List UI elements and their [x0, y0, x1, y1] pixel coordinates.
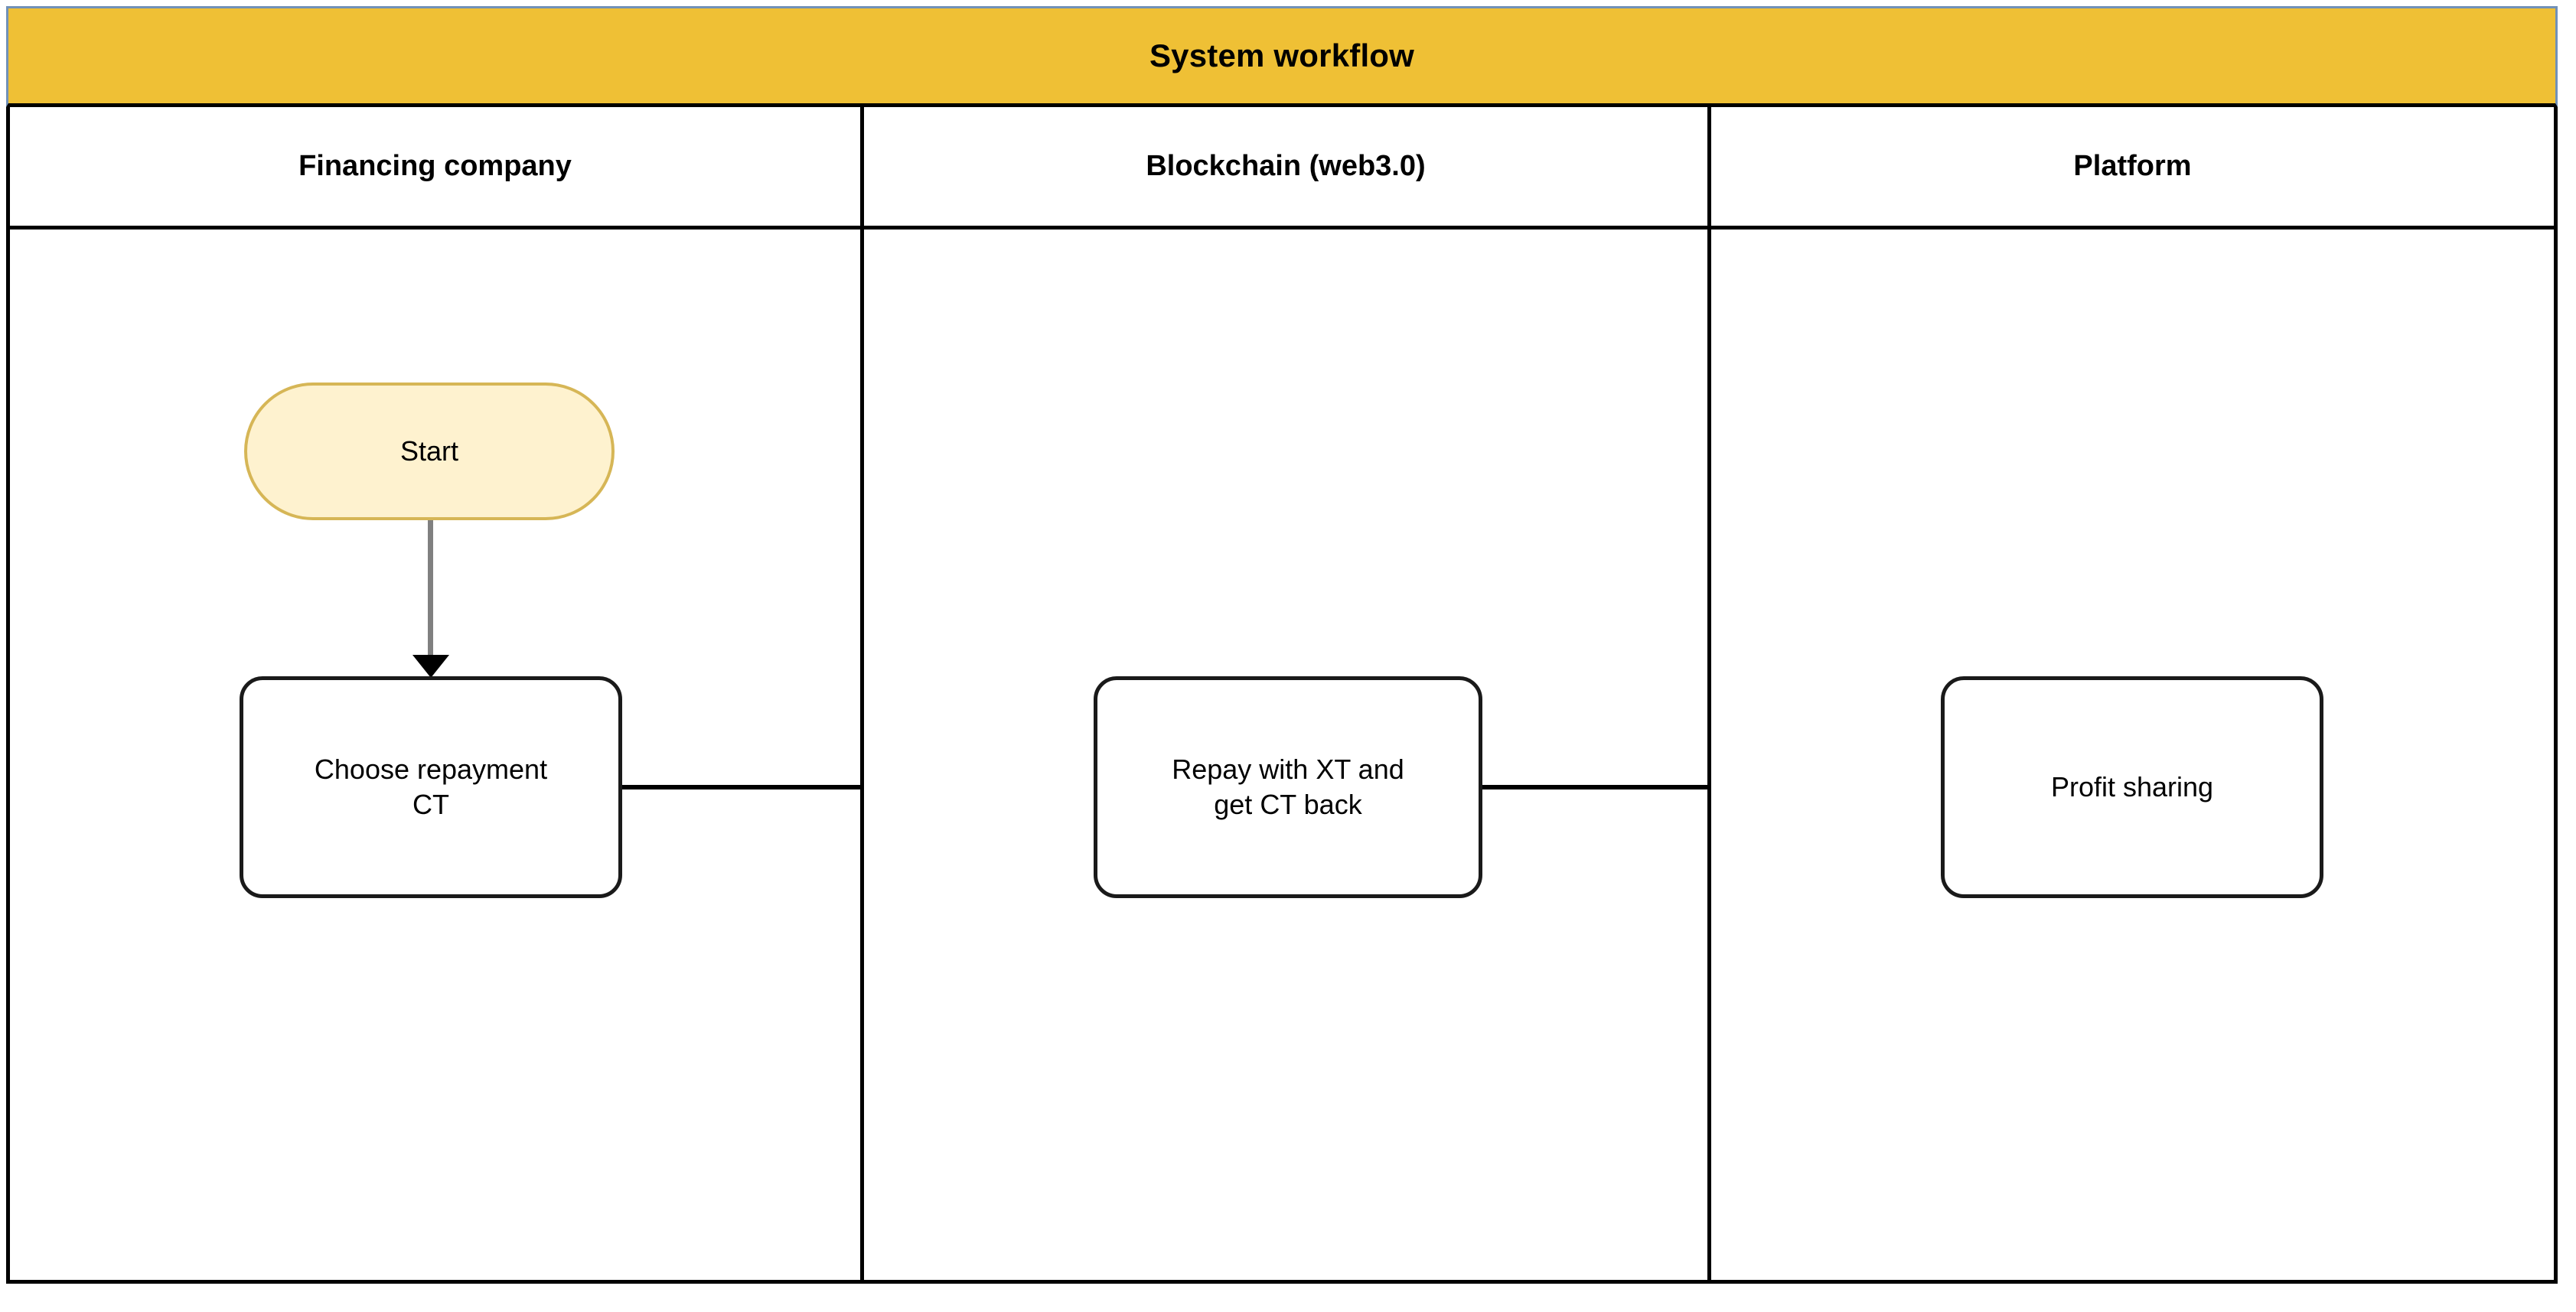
lane-header-row: Financing company Blockchain (web3.0) Pl…: [6, 107, 2558, 230]
diagram-title-band: System workflow: [6, 6, 2558, 107]
node-choose-repayment-ct-label: Choose repayment CT: [314, 753, 548, 820]
lane-header-blockchain: Blockchain (web3.0): [860, 107, 1707, 230]
lane-header-platform: Platform: [1707, 107, 2558, 230]
lane-header-label: Financing company: [298, 150, 572, 182]
node-start-label: Start: [399, 435, 459, 467]
lane-body-platform: Profit sharing: [1707, 230, 2558, 1284]
edge-start-choose-line: [428, 520, 433, 666]
lane-body-financing-company: Start Choose repayment CT: [6, 230, 1524, 1284]
lane-body-blockchain: Repay with XT and get CT back: [860, 230, 2343, 1284]
lane-body-row: Start Choose repayment CT Repay with XT …: [6, 230, 2558, 1284]
node-repay-with-xt[interactable]: Repay with XT and get CT back: [1094, 676, 1482, 898]
lane-header-label: Blockchain (web3.0): [1146, 150, 1426, 182]
node-start[interactable]: Start: [244, 383, 615, 520]
node-repay-with-xt-label: Repay with XT and get CT back: [1172, 753, 1404, 820]
lane-header-label: Platform: [2073, 150, 2192, 182]
edge-start-choose-arrowhead-icon: [412, 655, 449, 678]
node-profit-sharing[interactable]: Profit sharing: [1941, 676, 2323, 898]
node-profit-sharing-label: Profit sharing: [2050, 770, 2214, 803]
node-choose-repayment-ct[interactable]: Choose repayment CT: [240, 676, 622, 898]
swimlane-diagram: System workflow Financing company Blockc…: [6, 6, 2558, 1284]
lane-header-financing-company: Financing company: [6, 107, 860, 230]
diagram-title: System workflow: [1149, 37, 1415, 73]
